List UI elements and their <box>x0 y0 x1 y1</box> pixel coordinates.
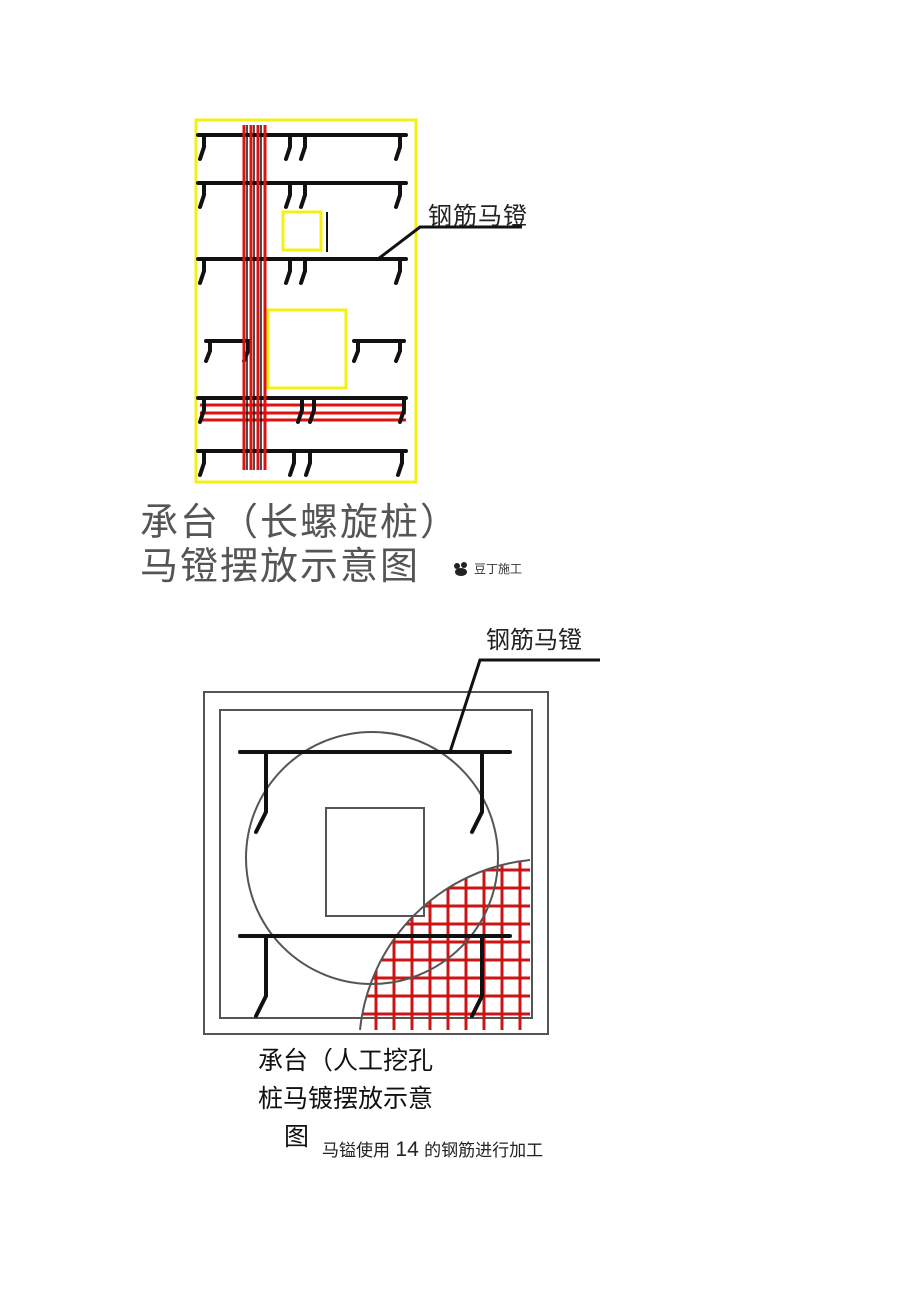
callout-leader-line-2 <box>448 658 600 753</box>
figure2-caption-line2: 桩马镀摆放示意 <box>258 1084 434 1113</box>
pile-circle <box>245 731 499 985</box>
rebar-chairs-2 <box>238 750 512 1018</box>
rebar-note: 马镒使用 14 的钢筋进行加工 <box>322 1136 543 1162</box>
note-prefix: 马镒使用 <box>322 1141 390 1161</box>
rebar-chairs <box>196 133 408 477</box>
pile-cap-spiral-diagram <box>194 118 522 484</box>
yellow-large-square <box>266 308 348 390</box>
watermark: 豆丁施工 <box>452 560 522 577</box>
yellow-small-square <box>281 210 323 252</box>
note-number: 14 <box>395 1138 419 1161</box>
yellow-frame <box>194 118 418 484</box>
figure1-caption-line1: 承台（长螺旋桩） <box>140 500 461 544</box>
callout-leader-line <box>377 225 522 261</box>
rebar-chair-callout-1: 钢筋马镫 <box>428 202 528 230</box>
pile-cap-manual-diagram <box>203 658 600 1035</box>
rebar-mesh <box>360 860 530 1030</box>
figure2-caption-line3: 图 <box>284 1122 310 1151</box>
figure1-caption: 承台（长螺旋桩） 马镫摆放示意图 <box>140 500 460 588</box>
pile-core-square <box>325 807 425 917</box>
rebar-chair-callout-2: 钢筋马镫 <box>486 626 582 654</box>
watermark-text: 豆丁施工 <box>474 562 523 576</box>
paw-logo-icon <box>454 561 467 576</box>
outer-cap-outline <box>203 691 549 1035</box>
red-vertical-bars <box>242 125 267 470</box>
figure2-caption: 承台（人工挖孔 桩马镀摆放示意 图 <box>258 1042 468 1156</box>
note-suffix: 的钢筋进行加工 <box>424 1141 544 1161</box>
figure1-caption-line2: 马镫摆放示意图 <box>140 544 421 588</box>
figure2-caption-line1: 承台（人工挖孔 <box>258 1046 434 1075</box>
